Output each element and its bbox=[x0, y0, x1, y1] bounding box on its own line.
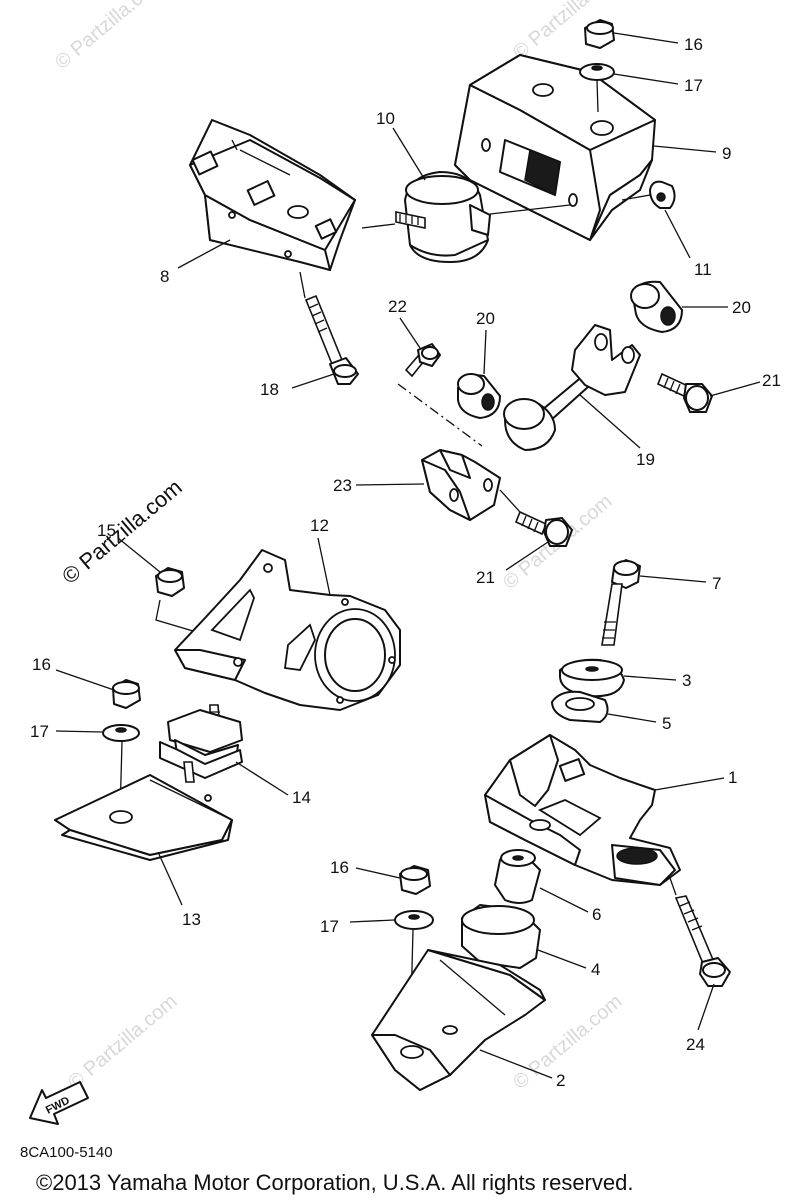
copyright: ©2013 Yamaha Motor Corporation, U.S.A. A… bbox=[36, 1170, 633, 1195]
part-22-bolt bbox=[404, 343, 441, 378]
part-15-nut bbox=[155, 567, 185, 597]
callout-9: 9 bbox=[722, 144, 731, 163]
callout-5: 5 bbox=[662, 714, 671, 733]
callout-13: 13 bbox=[182, 910, 201, 929]
watermark: © Partzilla.com bbox=[64, 990, 181, 1093]
part-20-bushing-left bbox=[457, 373, 501, 419]
part-4-block bbox=[461, 904, 541, 969]
callout-23: 23 bbox=[333, 476, 352, 495]
part-14-mount bbox=[159, 704, 243, 783]
callout-12: 12 bbox=[310, 516, 329, 535]
callout-24: 24 bbox=[686, 1035, 705, 1054]
callout-19: 19 bbox=[636, 450, 655, 469]
callout-2: 2 bbox=[556, 1071, 565, 1090]
callout-16: 16 bbox=[330, 858, 349, 877]
callout-21: 21 bbox=[476, 568, 495, 587]
callout-16: 16 bbox=[32, 655, 51, 674]
part-11-bushing bbox=[649, 180, 676, 209]
callout-11: 11 bbox=[694, 260, 712, 279]
callout-10: 10 bbox=[376, 109, 395, 128]
callout-18: 18 bbox=[260, 380, 279, 399]
callout-20: 20 bbox=[476, 309, 495, 328]
part-8-bracket bbox=[189, 119, 356, 271]
callout-14: 14 bbox=[292, 788, 311, 807]
part-9-bracket bbox=[454, 54, 656, 241]
part-16-nut-bottom bbox=[399, 865, 431, 895]
watermark: © Partzilla.com bbox=[51, 0, 168, 74]
callout-17: 17 bbox=[684, 76, 703, 95]
part-5-washer bbox=[551, 690, 609, 723]
part-13-plate bbox=[54, 774, 233, 861]
part-16-nut-left bbox=[112, 679, 141, 709]
callout-7: 7 bbox=[712, 574, 721, 593]
callout-4: 4 bbox=[591, 960, 600, 979]
callout-17: 17 bbox=[30, 722, 49, 741]
part-6-collar bbox=[494, 849, 541, 904]
part-17-washer-left bbox=[102, 724, 140, 742]
part-16-nut-top bbox=[584, 19, 615, 49]
part-21-bolt-upper bbox=[656, 372, 713, 413]
callout-8: 8 bbox=[160, 267, 169, 286]
part-17-washer-top bbox=[579, 63, 615, 81]
callout-21: 21 bbox=[762, 371, 781, 390]
part-10-mount bbox=[395, 171, 491, 263]
callouts: 16 17 9 10 11 8 22 20 20 18 21 19 bbox=[30, 32, 781, 1090]
fwd-arrow-icon: FWD bbox=[29, 1081, 89, 1125]
diagram-code: 8CA100-5140 bbox=[20, 1144, 113, 1161]
part-2-bracket bbox=[371, 949, 546, 1091]
part-18-bolt bbox=[304, 294, 359, 385]
callout-17: 17 bbox=[320, 917, 339, 936]
part-23-bracket bbox=[421, 449, 501, 521]
part-7-bolt bbox=[601, 559, 641, 646]
callout-1: 1 bbox=[728, 768, 737, 787]
callout-22: 22 bbox=[388, 297, 407, 316]
part-21-bolt-lower bbox=[514, 510, 573, 547]
part-20-bushing-right bbox=[630, 280, 683, 333]
callout-20: 20 bbox=[732, 298, 751, 317]
part-3-washer bbox=[559, 658, 625, 698]
part-17-washer-bottom bbox=[394, 910, 434, 930]
part-1-bracket bbox=[484, 734, 681, 886]
callout-16: 16 bbox=[684, 35, 703, 54]
callout-15: 15 bbox=[97, 521, 116, 540]
callout-3: 3 bbox=[682, 671, 691, 690]
part-19-rod bbox=[503, 324, 641, 451]
callout-6: 6 bbox=[592, 905, 601, 924]
part-24-bolt bbox=[674, 895, 731, 987]
part-12-bracket bbox=[174, 549, 401, 711]
